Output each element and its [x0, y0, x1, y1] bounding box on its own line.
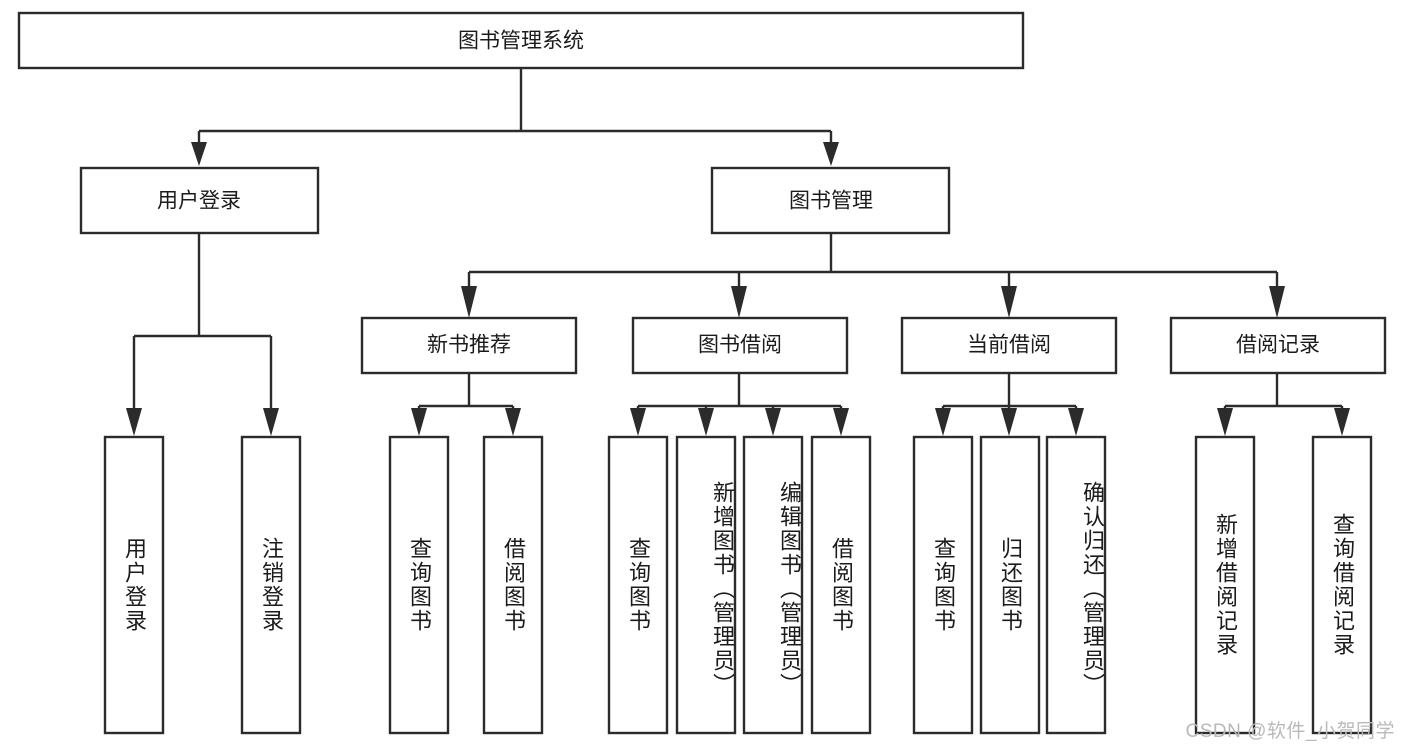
node-book-borrow[interactable] — [631, 316, 849, 375]
node-current-borrow-label: 当前借阅 — [967, 334, 1051, 357]
node-leaf-edit-book[interactable] — [742, 435, 804, 735]
connector-group — [126, 69, 1350, 436]
node-book-manage-label: 图书管理 — [789, 190, 873, 213]
node-current-borrow[interactable] — [900, 316, 1118, 375]
node-book-borrow-label: 图书借阅 — [698, 334, 782, 357]
node-leaf-query-record[interactable] — [1311, 435, 1373, 735]
arrowhead-leaf-user-login — [126, 408, 142, 436]
arrowhead-borrow-record — [1269, 286, 1285, 318]
node-leaf-query-book-1[interactable] — [388, 435, 450, 735]
node-borrow-record-label: 借阅记录 — [1236, 334, 1320, 357]
node-user-login-label: 用户登录 — [157, 190, 241, 213]
node-leaf-borrow-book-1[interactable] — [482, 435, 544, 735]
node-user-login[interactable] — [79, 166, 320, 235]
arrowhead-leaf-add-book — [698, 408, 714, 436]
arrowhead-leaf-query-book-1 — [411, 408, 427, 436]
arrowhead-leaf-borrow-book-1 — [505, 408, 521, 436]
node-group: 图书管理系统 用户登录 图书管理 新书推荐 图书借阅 当前借阅 借阅记录 — [17, 11, 1387, 735]
node-leaf-confirm-return[interactable] — [1045, 435, 1107, 735]
node-book-manage[interactable] — [710, 166, 951, 235]
arrowhead-leaf-query-book-2 — [630, 408, 646, 436]
arrowhead-book-manage — [823, 142, 839, 166]
node-leaf-add-record[interactable] — [1194, 435, 1256, 735]
node-new-book-rec[interactable] — [360, 316, 578, 375]
arrowhead-leaf-edit-book — [765, 408, 781, 436]
arrowhead-leaf-borrow-book-2 — [833, 408, 849, 436]
arrowhead-leaf-query-record — [1334, 408, 1350, 436]
arrowhead-leaf-confirm-return — [1068, 408, 1084, 436]
node-leaf-query-book-3[interactable] — [912, 435, 974, 735]
arrowhead-new-book-rec — [461, 286, 477, 318]
arrowhead-user-login — [191, 142, 207, 166]
csdn-watermark: CSDN @软件_小贺同学 — [1185, 721, 1395, 742]
node-borrow-record[interactable] — [1169, 316, 1387, 375]
arrowhead-leaf-logout — [263, 408, 279, 436]
node-new-book-rec-label: 新书推荐 — [427, 334, 511, 357]
node-leaf-user-login[interactable] — [103, 435, 165, 735]
node-leaf-add-book[interactable] — [675, 435, 737, 735]
arrowhead-leaf-add-record — [1217, 408, 1233, 436]
node-leaf-return-book[interactable] — [979, 435, 1041, 735]
node-root-label: 图书管理系统 — [458, 30, 584, 53]
arrowhead-leaf-query-book-3 — [935, 408, 951, 436]
node-leaf-query-book-2[interactable] — [607, 435, 669, 735]
arrowhead-leaf-return-book — [1001, 408, 1017, 436]
node-root[interactable] — [17, 11, 1025, 70]
node-leaf-borrow-book-2[interactable] — [810, 435, 872, 735]
node-leaf-logout[interactable] — [240, 435, 302, 735]
arrowhead-current-borrow — [1001, 286, 1017, 318]
arrowhead-book-borrow — [731, 286, 747, 318]
